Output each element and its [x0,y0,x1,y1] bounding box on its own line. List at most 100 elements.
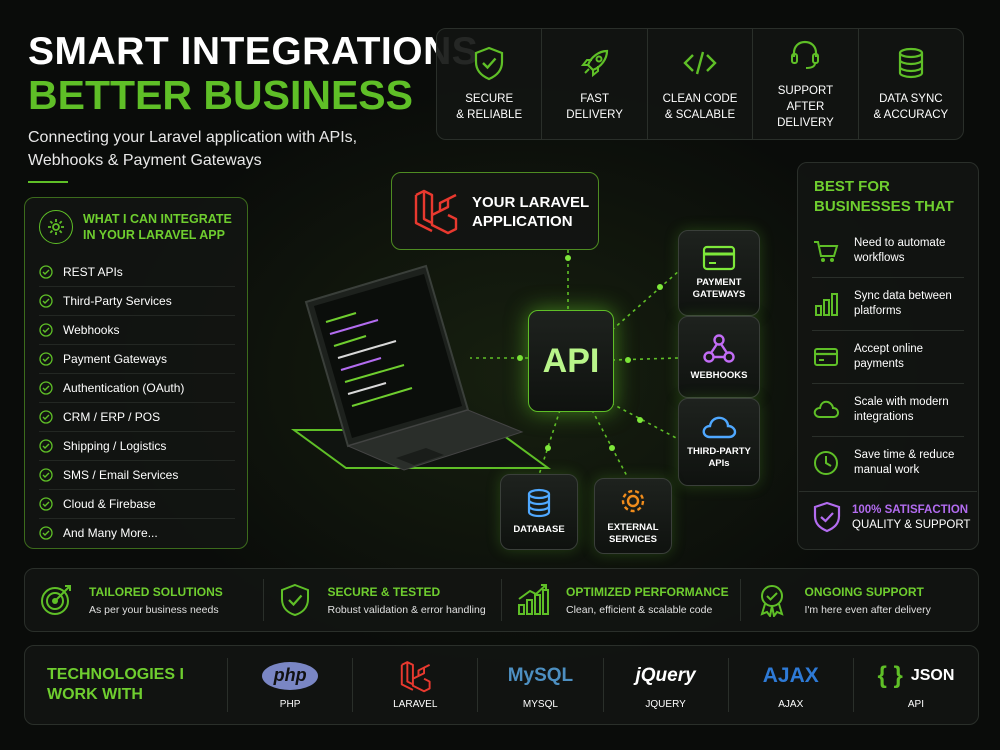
tech-php: php PHP [228,658,354,712]
target-icon [41,585,71,615]
app-label: APPLICATION [472,213,573,230]
best-for-list: Need to automate workflows Sync data bet… [812,225,964,489]
laptop-illustration [290,264,552,471]
benefit-sub: As per your business needs [89,603,219,616]
subtitle: Connecting your Laravel application with… [28,129,358,169]
cloud-icon [813,400,840,418]
database-icon [527,488,551,518]
list-item: Shipping / Logistics [39,432,235,461]
feature-datasync: DATA SYNC & ACCURACY [859,29,963,139]
node-label: THIRD-PARTY [687,446,751,457]
credit-card-icon [702,245,736,271]
list-item-label: Cloud & Firebase [63,497,156,511]
rocket-icon [580,49,608,78]
clock-icon [814,451,838,475]
tech-jquery: jQuery JQUERY [604,658,729,712]
shield-check-icon [813,501,841,533]
feature-label: AFTER DELIVERY [777,101,834,129]
tech-json: { }JSON API [854,658,978,712]
tech-label: PHP [279,698,301,710]
list-item-label: Need to automate workflows [854,237,946,264]
list-item: Accept online payments [812,331,964,384]
jquery-logo-icon: jQuery [635,664,696,686]
list-item: Cloud & Firebase [39,490,235,519]
list-item: Need to automate workflows [812,225,964,278]
check-circle-icon [39,294,53,308]
integrate-panel: WHAT I CAN INTEGRATE IN YOUR LARAVEL APP… [24,197,248,549]
technologies-bar: TECHNOLOGIES I WORK WITH php PHP LARAVEL… [24,645,979,725]
satisfaction-sub: QUALITY & SUPPORT [852,518,971,531]
benefit-performance: OPTIMIZED PERFORMANCE Clean, efficient & … [502,579,741,621]
braces-icon: { } [877,661,903,689]
list-item: Payment Gateways [39,345,235,374]
satisfaction-badge: 100% SATISFACTION QUALITY & SUPPORT [812,501,970,533]
app-label: YOUR LARAVEL [472,194,590,211]
tech-label: MYSQL [522,698,558,710]
feature-code: CLEAN CODE& SCALABLE [648,29,754,139]
benefit-title: TAILORED SOLUTIONS [89,584,223,599]
divider [28,181,68,183]
node-label: PAYMENT [696,277,742,288]
list-item-label: Webhooks [63,323,120,337]
technologies-title: TECHNOLOGIES I WORK WITH [25,658,228,712]
benefit-title: ONGOING SUPPORT [804,584,924,599]
check-circle-icon [39,265,53,279]
list-item-label: Payment Gateways [63,352,168,366]
benefits-bar: TAILORED SOLUTIONS As per your business n… [24,568,979,632]
shield-check-icon [280,583,309,617]
feature-label: SECURE [465,93,514,105]
feature-label: & SCALABLE [664,109,736,121]
list-item-label: CRM / ERP / POS [63,410,161,424]
list-item: Third-Party Services [39,287,235,316]
check-circle-icon [39,381,53,395]
list-item-label: REST APIs [63,265,123,279]
feature-secure: SECURE & RELIABLE [437,29,543,139]
cloud-icon [702,416,737,439]
node-label: EXTERNAL [607,522,659,533]
tech-ajax: AJAX AJAX [729,658,854,712]
feature-label: DATA SYNC [879,93,943,105]
list-item: REST APIs [39,258,235,287]
satisfaction-title: 100% SATISFACTION [852,503,969,516]
headline-line2: BETTER BUSINESS [28,72,413,118]
node-webhooks: WEBHOOKS [678,316,760,398]
list-item: Save time & reduce manual work [812,437,964,489]
benefit-title: OPTIMIZED PERFORMANCE [566,584,729,599]
api-hub: API [528,310,614,412]
feature-label: & RELIABLE [456,109,523,121]
tech-laravel: LARAVEL [353,658,479,712]
list-item-label: SMS / Email Services [63,468,179,482]
list-item: Webhooks [39,316,235,345]
check-circle-icon [39,323,53,337]
feature-label: DELIVERY [566,109,623,121]
headset-icon [791,40,820,69]
ajax-logo-icon: AJAX [762,663,819,687]
check-circle-icon [39,352,53,366]
list-item-label: Scale with modern integrations [854,396,949,423]
cart-icon [814,241,839,262]
benefit-sub: Clean, efficient & scalable code [566,603,713,616]
benefit-tailored: TAILORED SOLUTIONS As per your business n… [25,579,264,621]
tech-label: API [907,698,924,710]
best-for-title: BEST FOR BUSINESSES THAT [814,178,954,215]
divider [799,491,977,492]
tech-label: LARAVEL [393,698,438,710]
growth-chart-icon [518,584,549,615]
check-circle-icon [39,468,53,482]
list-item-label: Save time & reduce manual work [854,449,955,476]
headline-line1: SMART INTEGRATIONS [28,30,479,73]
php-logo-icon: php [262,661,319,690]
gear-icon [621,489,645,513]
list-item: CRM / ERP / POS [39,403,235,432]
award-icon [759,585,784,617]
list-item-label: And Many More... [63,526,158,540]
feature-label: & ACCURACY [873,109,949,121]
